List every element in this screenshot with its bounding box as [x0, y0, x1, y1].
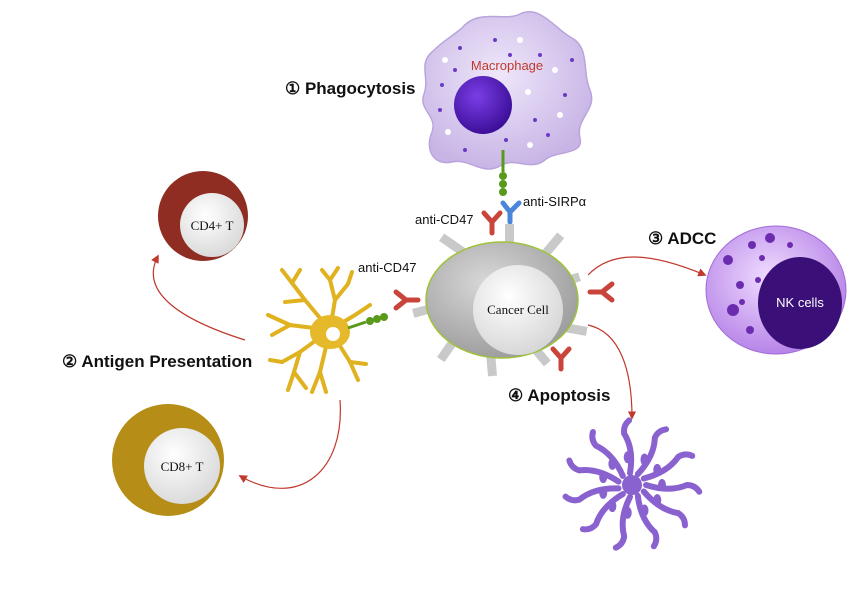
antigen-presentation-label: ② Antigen Presentation [62, 352, 252, 371]
phagocytosis-label: ① Phagocytosis [285, 79, 416, 98]
nk-cell-granules [723, 233, 793, 334]
cancer-cell: Cancer Cell [412, 224, 588, 377]
cancer-cell-nucleus [473, 265, 563, 355]
macrophage-nucleus [454, 76, 512, 134]
cancer-cell-label: Cancer Cell [487, 302, 549, 317]
apoptotic-body [562, 417, 703, 551]
anti-cd47-antibody-bottom [550, 346, 572, 372]
nk-cell-nucleus [758, 257, 842, 349]
arrow-to-nk [587, 256, 707, 277]
anti-cd47-label-left: anti-CD47 [358, 260, 417, 275]
cd4-t-cell-nucleus [180, 193, 244, 257]
anti-cd47-antibody-top [481, 210, 503, 236]
arrow-to-apoptosis [587, 324, 637, 420]
anti-cd47-antibody-left [393, 289, 421, 311]
macrophage: Macrophage [422, 11, 593, 170]
sirpa-receptor [499, 150, 507, 196]
nk-cell-label: NK cells [776, 295, 824, 310]
anti-cd47-antibody-right [587, 281, 615, 303]
dendritic-receptor [347, 313, 388, 330]
arrow-to-cd4 [151, 254, 246, 341]
cd8-t-cell-label: CD8+ T [161, 459, 204, 474]
cd8-t-cell: CD8+ T [112, 404, 224, 516]
adcc-label: ③ ADCC [648, 229, 716, 248]
macrophage-label: Macrophage [471, 58, 543, 73]
cd8-t-cell-nucleus [144, 428, 220, 504]
anti-cd47-label-top: anti-CD47 [415, 212, 474, 227]
arrows [151, 254, 707, 489]
anti-sirpa-antibody [500, 200, 522, 225]
cd4-t-cell-label: CD4+ T [191, 218, 234, 233]
dendritic-cell [266, 266, 372, 394]
arrow-to-cd8 [238, 399, 341, 489]
cd4-t-cell: CD4+ T [158, 171, 248, 261]
anti-sirpa-label: anti-SIRPα [523, 194, 587, 209]
apoptosis-label: ④ Apoptosis [508, 386, 610, 405]
macrophage-vesicles [438, 37, 574, 152]
nk-cell: NK cells [705, 225, 847, 355]
